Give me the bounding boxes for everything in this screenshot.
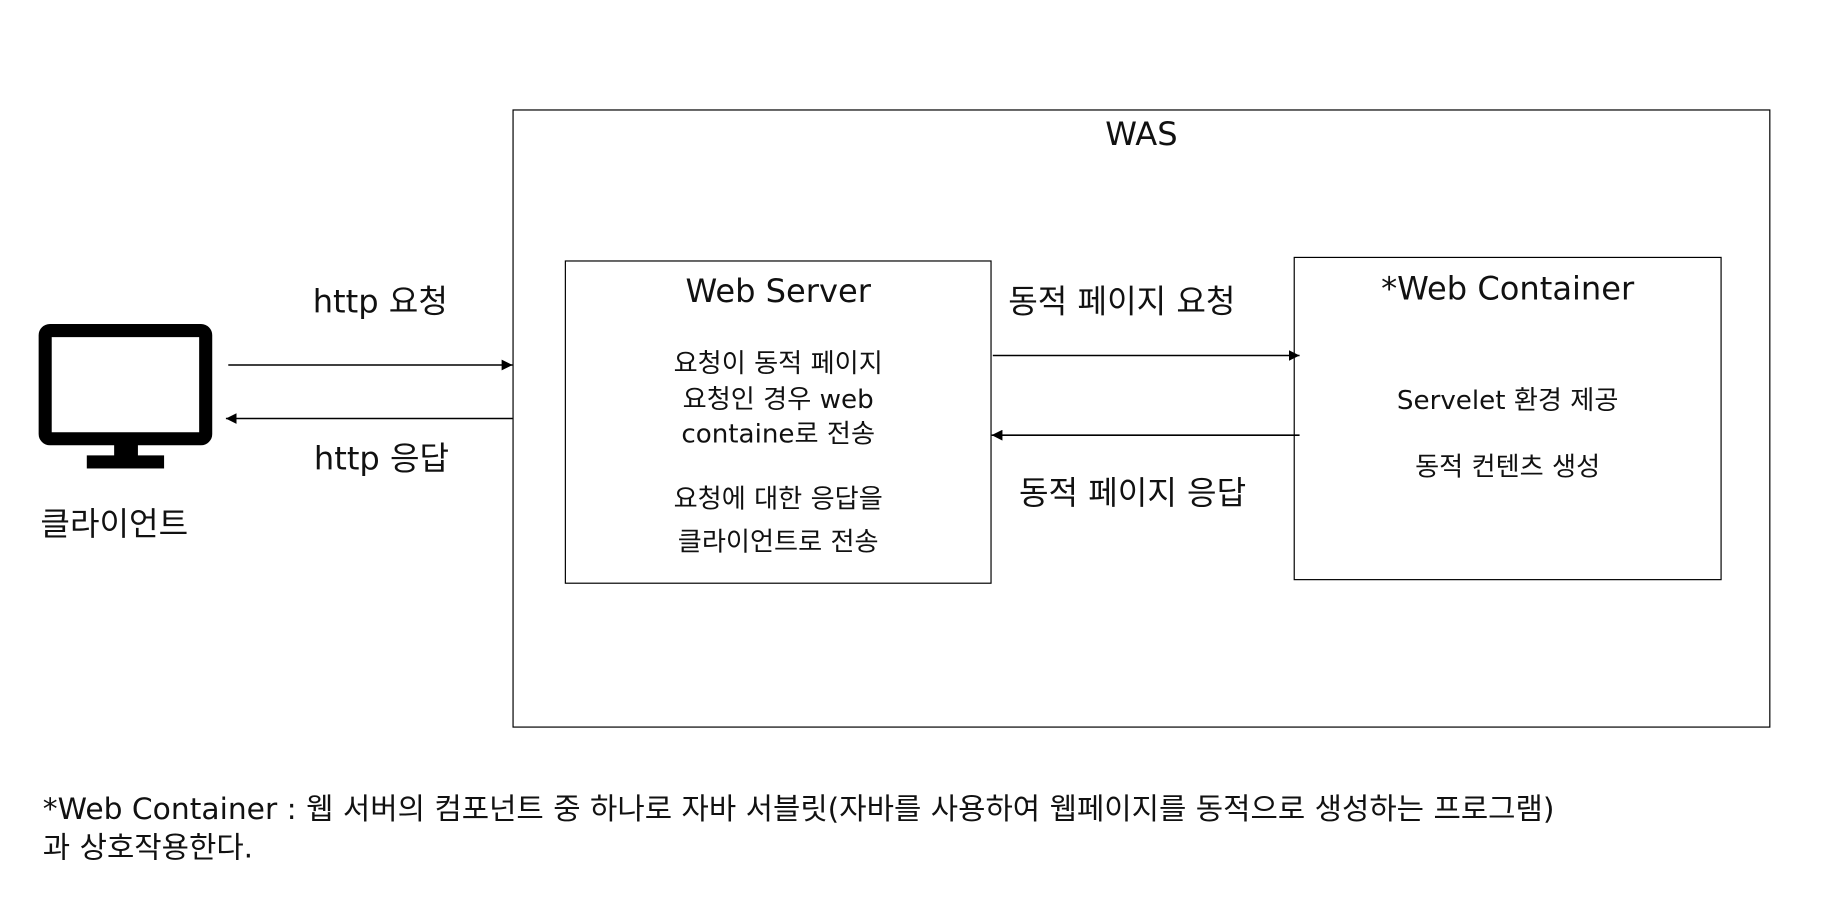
web-server-desc-line1: 요청이 동적 페이지 <box>673 349 883 380</box>
web-server-title: Web Server <box>685 273 871 311</box>
dynamic-request-label: 동적 페이지 요청 <box>1008 284 1236 322</box>
web-container-title: *Web Container <box>1381 271 1635 308</box>
was-title: WAS <box>1105 116 1178 154</box>
http-request-label: http 요청 <box>312 284 448 322</box>
dynamic-response-label: 동적 페이지 응답 <box>1018 475 1247 513</box>
web-server-desc2-line2: 클라이언트로 전송 <box>677 527 879 558</box>
monitor-icon <box>38 324 213 469</box>
web-server-desc-line3: containe로 전송 <box>681 419 876 450</box>
web-server-desc2-line1: 요청에 대한 응답을 <box>673 485 883 515</box>
footnote-line2: 과 상호작용한다. <box>42 829 254 865</box>
web-server-desc-line2: 요청인 경우 web <box>682 385 874 415</box>
web-container-line1: Servelet 환경 제공 <box>1396 386 1619 417</box>
footnote-line1: *Web Container : 웹 서버의 컴포넌트 중 하나로 자바 서블릿… <box>42 791 1555 827</box>
client-label: 클라이언트 <box>40 506 189 544</box>
web-container-line2: 동적 컨텐츠 생성 <box>1415 453 1601 483</box>
http-response-label: http 응답 <box>313 441 450 478</box>
web-server-box <box>564 260 992 584</box>
web-container-box <box>1293 256 1722 581</box>
